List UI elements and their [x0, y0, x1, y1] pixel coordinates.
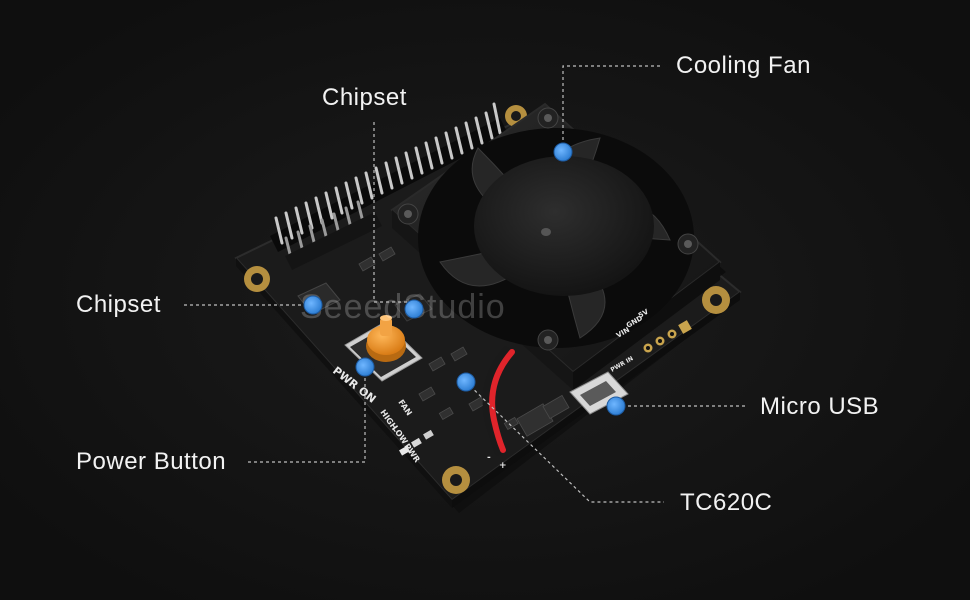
leader-power-button [248, 367, 366, 463]
mounting-holes [244, 105, 730, 494]
callout-leaders [184, 65, 746, 503]
marker-chipset-left [303, 295, 323, 315]
wire-pos-mark: + [499, 461, 507, 471]
fan-wires [482, 346, 515, 456]
callout-tc620c: TC620C [680, 489, 773, 516]
smd-components [358, 246, 570, 437]
cooling-fan [390, 102, 726, 390]
power-pin-holes [643, 320, 692, 353]
callout-power-button: Power Button [76, 448, 227, 475]
wire-neg-mark: - [487, 453, 491, 463]
callout-markers [303, 142, 626, 416]
leader-chipset-top [373, 122, 414, 303]
brand-watermark: SeeedStudio [300, 288, 506, 326]
callout-micro-usb: Micro USB [760, 393, 880, 420]
leader-cooling-fan [562, 65, 662, 152]
callout-chipset-left: Chipset [76, 291, 161, 318]
gpio-header [270, 102, 508, 270]
marker-micro-usb [606, 396, 626, 416]
micro-usb-port [569, 371, 629, 415]
marker-tc620c [456, 372, 476, 392]
marker-chipset-top [404, 299, 424, 319]
callout-cooling-fan: Cooling Fan [676, 52, 811, 79]
marker-cooling-fan [553, 142, 573, 162]
callout-chipset-top: Chipset [322, 84, 407, 111]
status-leds [399, 429, 434, 456]
power-button [344, 315, 423, 382]
marker-power-button [355, 357, 375, 377]
